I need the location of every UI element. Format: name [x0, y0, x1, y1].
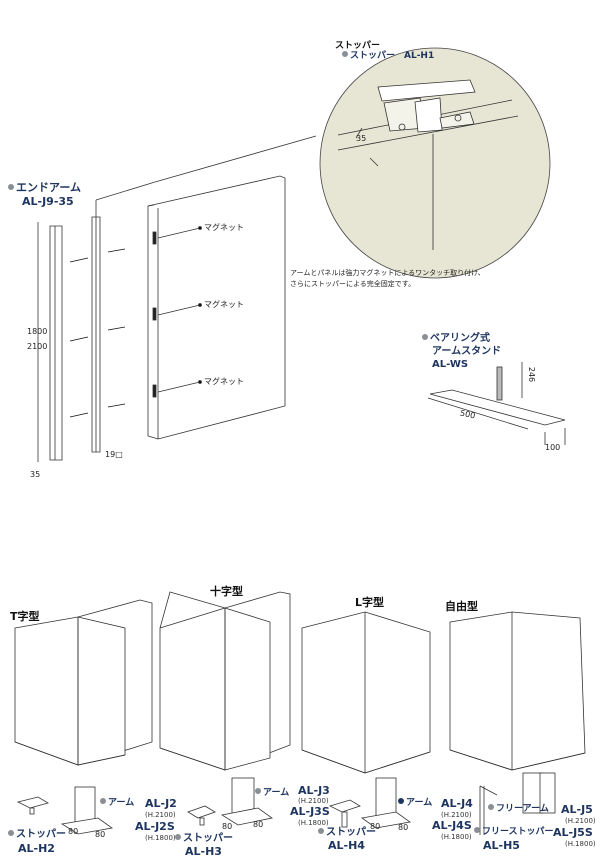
arm-width: 35: [30, 470, 41, 479]
arm-code: AL-J4: [441, 797, 473, 810]
arm-label: アーム: [100, 797, 134, 810]
arrows: [69, 248, 126, 418]
stand-height: 246: [527, 366, 537, 383]
arm-height: (H.2100): [441, 811, 472, 819]
stand-width: 100: [545, 443, 561, 452]
stopper-label: ストッパー: [8, 828, 66, 841]
arm-label: フリーアーム: [488, 803, 549, 816]
stopper-label: ストッパー: [318, 826, 376, 839]
dim-80: 80: [68, 827, 79, 836]
stopper-code: AL-H3: [185, 845, 222, 858]
arm-height-1: 1800: [27, 327, 48, 336]
t-shape-drawing: [14, 599, 153, 766]
leader-line: [154, 135, 317, 183]
arm-height-2: 2100: [27, 342, 48, 351]
config-title-l: L字型: [355, 596, 385, 609]
arm-label: アーム: [398, 797, 432, 810]
bullet-icon: [175, 834, 181, 840]
arm-code-s: AL-J3S: [290, 805, 330, 818]
arm-height: (H.1800): [298, 819, 329, 827]
dim-80: 80: [95, 830, 106, 839]
cross-shape-drawing: [159, 591, 291, 771]
end-arm-label: エンドアーム: [8, 181, 81, 194]
stopper-label: ストッパー: [175, 832, 233, 845]
description-line: さらにストッパーによる完全固定です。: [290, 280, 416, 288]
arm-height: (H.1800): [441, 833, 472, 841]
stopper-detail: [337, 79, 519, 250]
arm-code: AL-J2: [145, 797, 177, 810]
bullet-icon: [255, 788, 261, 794]
stopper-code: AL-H5: [483, 839, 520, 852]
arm-code-s: AL-J5S: [553, 826, 593, 839]
bullet-icon: [8, 184, 14, 190]
dim-80: 80: [398, 823, 409, 832]
stand-label: ベアリング式: [422, 332, 490, 345]
stopper-dimension: 35: [356, 134, 367, 143]
magnet-label: マグネット: [204, 300, 244, 309]
magnet-label: マグネット: [204, 377, 244, 386]
dim-80: 80: [253, 820, 264, 829]
dim-80: 80: [222, 822, 233, 831]
bullet-icon: [422, 334, 428, 340]
stopper-code: ストッパー AL-H1: [350, 51, 435, 61]
config-title-free: 自由型: [445, 600, 478, 613]
arm-code: AL-J5: [561, 803, 593, 816]
detail-circle: [319, 47, 551, 279]
config-title-cross: 十字型: [210, 585, 243, 598]
end-arm-drawing: [37, 181, 156, 462]
magnet-label: マグネット: [204, 223, 244, 232]
stopper-code: AL-H4: [328, 839, 365, 852]
arm-stand-drawing: [427, 362, 566, 445]
bullet-icon: [488, 804, 494, 810]
stopper-label: ストッパー AL-H1: [342, 50, 434, 63]
stand-label-2: アームスタンド: [432, 346, 502, 357]
description-line: アームとパネルは強力マグネットによるワンタッチ取り付け、: [290, 269, 485, 277]
stopper-code: AL-H2: [18, 842, 55, 855]
arm-height: (H.2100): [145, 811, 176, 819]
stand-code: AL-WS: [432, 359, 469, 370]
end-arm-code: AL-J9-35: [22, 195, 74, 208]
bullet-icon: [342, 51, 348, 57]
arm-size: 19□: [105, 450, 123, 459]
arm-code-s: AL-J4S: [432, 819, 472, 832]
arm-height: (H.1800): [565, 840, 596, 848]
bullet-icon: [398, 798, 404, 804]
bullet-icon: [318, 828, 324, 834]
arm-height: (H.1800): [145, 834, 176, 842]
l-shape-drawing: [301, 611, 431, 774]
free-shape-drawing: [449, 611, 586, 771]
bullet-icon: [474, 827, 480, 833]
arm-code: AL-J3: [298, 784, 330, 797]
arm-parts: [16, 772, 556, 835]
stopper-heading: ストッパー: [335, 41, 381, 51]
panel-drawing: [147, 175, 286, 440]
arm-height: (H.2100): [565, 817, 596, 825]
stopper-label: フリーストッパー: [474, 826, 554, 839]
arm-height: (H.2100): [298, 797, 329, 805]
bullet-icon: [100, 798, 106, 804]
arm-code-s: AL-J2S: [135, 820, 175, 833]
dim-80: 80: [370, 822, 381, 831]
bullet-icon: [8, 830, 14, 836]
config-title-t: T字型: [10, 610, 40, 623]
arm-label: アーム: [255, 787, 289, 800]
